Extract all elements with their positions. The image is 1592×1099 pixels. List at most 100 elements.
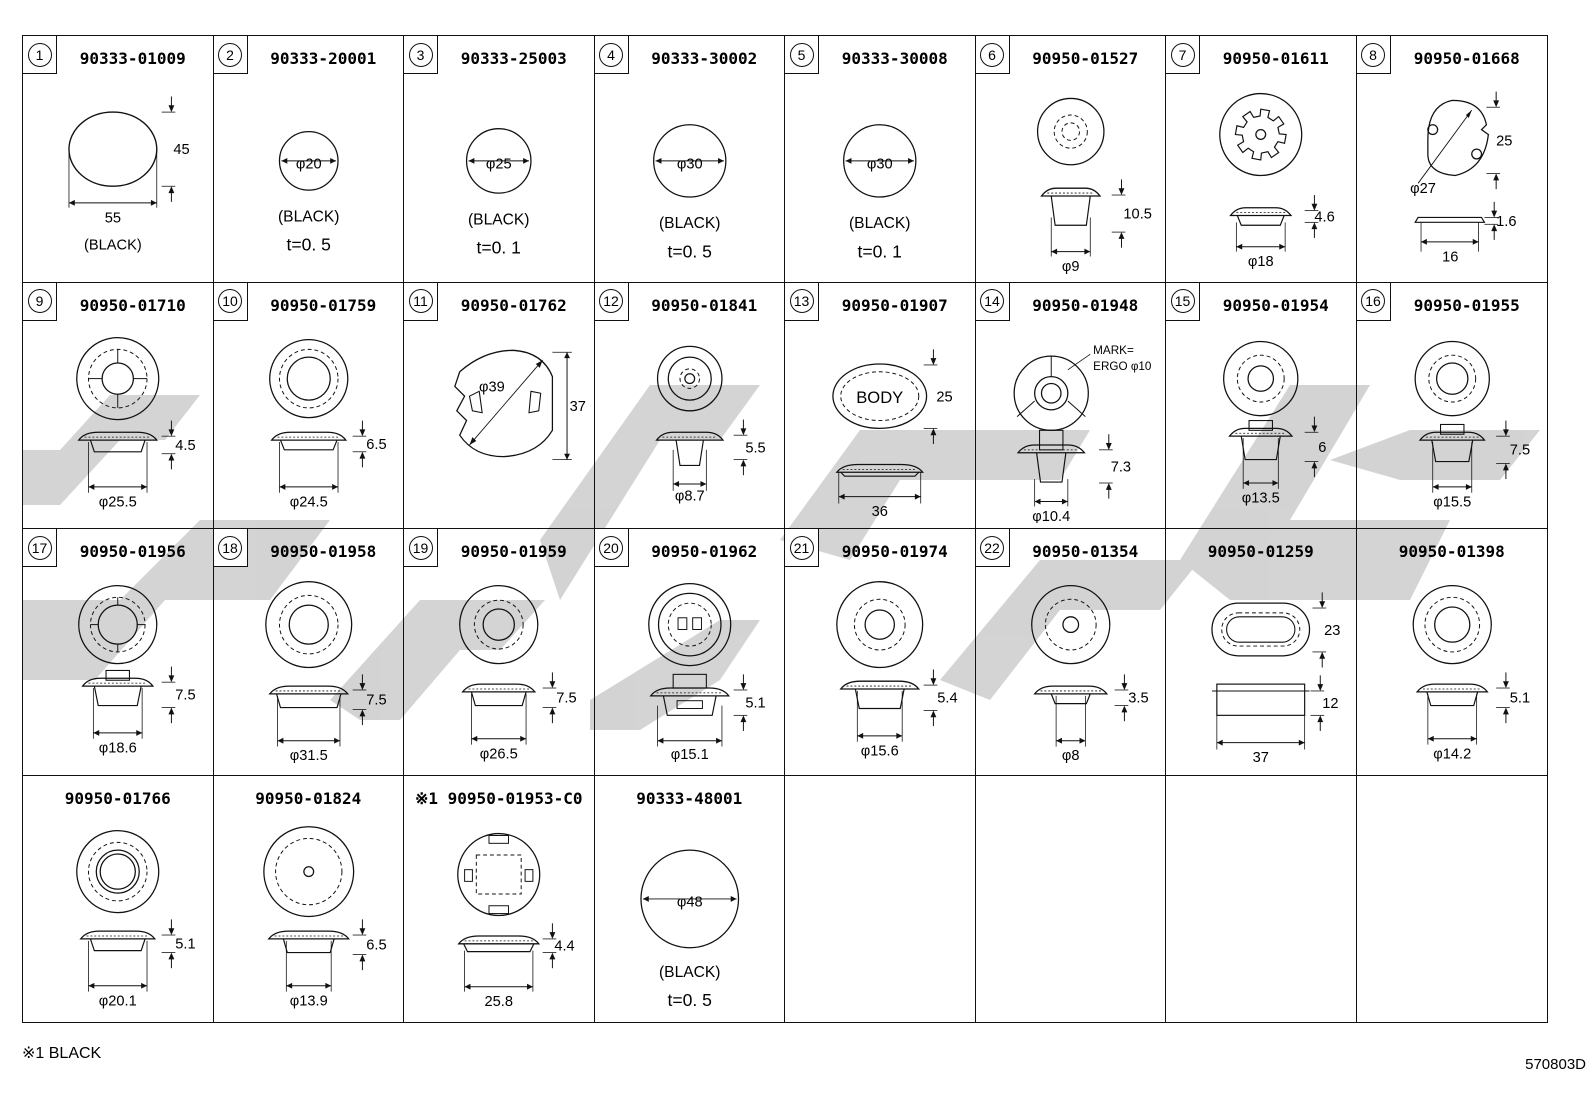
height-dimension: 25 xyxy=(1496,133,1512,149)
part-number: 90950-01958 xyxy=(270,542,377,561)
part-index-number: 19 xyxy=(408,535,433,560)
mark-note: ERGO φ10 xyxy=(1093,359,1152,372)
dimension-label: 37 xyxy=(1253,750,1269,766)
thickness-note: t=0. 5 xyxy=(667,241,712,261)
dimension-label: φ20 xyxy=(295,157,321,173)
part-index: 12 xyxy=(594,282,629,321)
thickness-note: t=0. 5 xyxy=(286,235,331,255)
part-cell: 1 90333-01009 45 55 (BLACK) xyxy=(23,36,214,283)
height-dimension: 25 xyxy=(936,389,952,405)
part-number: 90333-48001 xyxy=(636,788,743,808)
part-number: 90950-01354 xyxy=(1032,542,1139,561)
part-index-number: 5 xyxy=(789,42,814,67)
part-cell: 4 90333-30002 φ30(BLACK)t=0. 5 xyxy=(594,36,785,283)
part-cell xyxy=(1357,776,1548,1023)
part-index-number: 9 xyxy=(27,289,52,313)
color-note: (BLACK) xyxy=(658,963,720,980)
part-index: 17 xyxy=(23,529,57,567)
dimension-label: φ48 xyxy=(676,894,702,910)
part-number: 90950-01974 xyxy=(841,542,948,561)
color-note: (BLACK) xyxy=(277,208,339,225)
part-cell xyxy=(1166,775,1357,1022)
part-number: 90333-30008 xyxy=(841,49,948,68)
footnote: ※1 BLACK xyxy=(22,1045,102,1062)
dimension-label: φ31.5 xyxy=(289,748,327,764)
height-dimension: 7.5 xyxy=(366,693,386,709)
height-dimension: 45 xyxy=(173,142,189,158)
dimension-label: φ27 xyxy=(1410,181,1436,197)
part-number: 90950-01259 xyxy=(1207,542,1314,561)
part-drawing: 7.5 φ31.5 xyxy=(264,581,386,764)
height-dimension: 3.5 xyxy=(1128,691,1148,707)
dimension-label: φ15.5 xyxy=(1433,494,1471,510)
height-dimension: 4.4 xyxy=(554,938,574,954)
dimension-label: φ30 xyxy=(867,157,893,173)
body-mark: BODY xyxy=(856,388,903,407)
part-drawing: 5.5φ8.7 xyxy=(654,345,765,504)
part-drawing: φ25(BLACK)t=0. 1 xyxy=(465,128,532,258)
part-index-number: 12 xyxy=(599,289,623,313)
part-number: 90950-01759 xyxy=(270,295,377,315)
color-note: (BLACK) xyxy=(84,238,142,254)
height-dimension: 7.5 xyxy=(175,688,195,704)
part-number: 90950-01907 xyxy=(841,295,948,315)
part-number: 90950-01611 xyxy=(1222,49,1329,68)
height-dimension: 5.1 xyxy=(175,936,195,952)
part-number: 90333-01009 xyxy=(79,49,186,68)
part-drawing: 45 55 (BLACK) xyxy=(68,96,190,254)
part-drawing: 7.5 φ15.5 xyxy=(1414,340,1530,510)
dimension-label: φ39 xyxy=(479,379,505,395)
height-dimension: 6 xyxy=(1318,439,1326,455)
height-dimension: 7.5 xyxy=(1509,442,1529,458)
part-index: 20 xyxy=(594,529,629,567)
part-drawing: φ30(BLACK)t=0. 5 xyxy=(652,124,726,261)
part-drawing: φ30(BLACK)t=0. 1 xyxy=(843,124,917,261)
part-index: 1 xyxy=(23,36,57,74)
part-number: 90333-30002 xyxy=(651,49,758,68)
dimension-label: φ9 xyxy=(1061,259,1079,275)
part-index-number: 10 xyxy=(218,289,242,313)
thickness-note: t=0. 5 xyxy=(667,990,712,1010)
part-index-number: 15 xyxy=(1170,289,1195,313)
height-dimension: 10.5 xyxy=(1123,206,1151,222)
dimension-label: 55 xyxy=(105,210,121,226)
part-drawing: φ48 (BLACK) t=0. 5 xyxy=(639,849,739,1010)
dimension-label: φ25 xyxy=(486,157,512,173)
dimension-label: φ24.5 xyxy=(289,494,327,510)
part-index-number: 22 xyxy=(980,535,1004,560)
dimension-label: φ25.5 xyxy=(99,494,137,510)
part-index: 14 xyxy=(975,282,1010,321)
height-dimension: 23 xyxy=(1324,623,1340,639)
part-number: 90950-01527 xyxy=(1032,49,1139,68)
part-drawing: 3.5φ8 xyxy=(1030,584,1148,764)
part-index: 21 xyxy=(785,529,819,567)
part-number: 90950-01955 xyxy=(1413,295,1520,315)
height-dimension: 7.5 xyxy=(556,691,576,707)
part-index-number: 8 xyxy=(1361,42,1385,67)
part-index: 4 xyxy=(594,36,629,74)
part-index: 19 xyxy=(404,529,438,567)
height-dimension: 5.1 xyxy=(1509,691,1529,707)
part-index-number: 4 xyxy=(599,42,623,67)
part-drawing: 4.425.8 xyxy=(457,832,575,1010)
part-cell: 5 90333-30008 φ30(BLACK)t=0. 1 xyxy=(785,36,976,283)
dimension-label: 16 xyxy=(1442,249,1458,265)
part-number: 90950-01824 xyxy=(255,788,362,808)
